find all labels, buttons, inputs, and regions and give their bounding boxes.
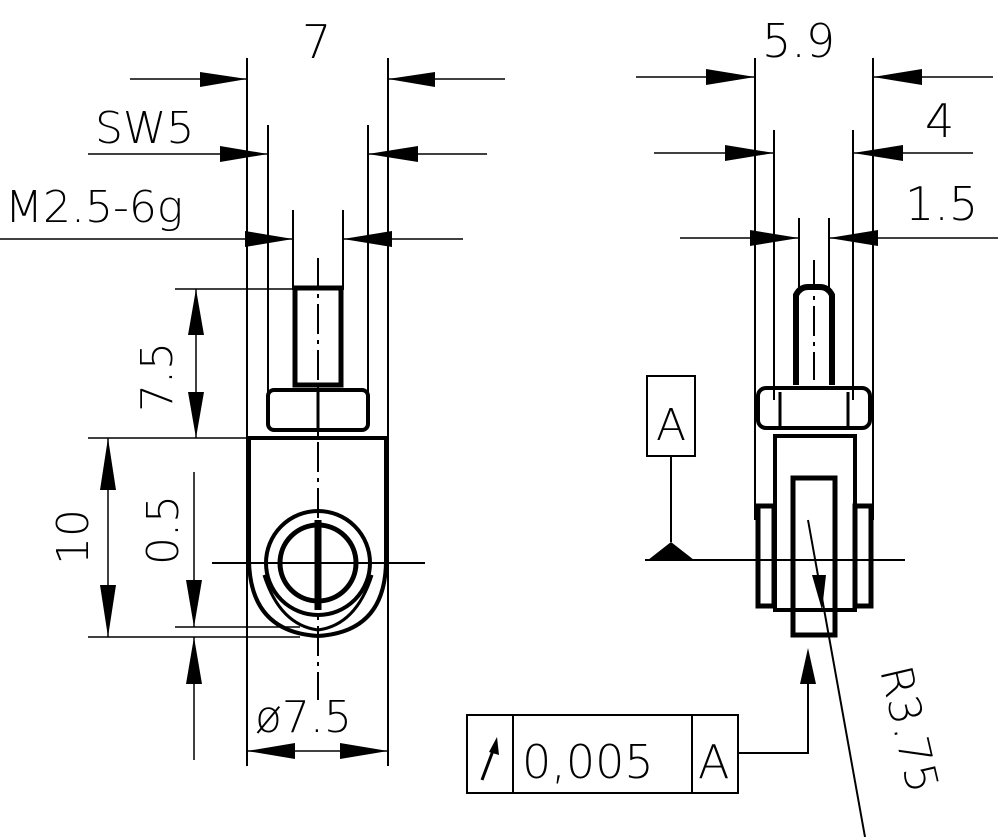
dim-ball-diameter: ø7.5 <box>255 692 352 743</box>
dim-overall-width-left: 7 <box>302 15 331 69</box>
tolerance-value: 0,005 <box>522 735 654 789</box>
dim-inner-width: 4 <box>925 94 954 148</box>
tolerance-datum: A <box>698 735 729 789</box>
dim-wrench-size: SW5 <box>95 103 194 154</box>
dim-shank-length: 7.5 <box>132 342 183 412</box>
dim-radius: R3.75 <box>869 661 948 798</box>
dim-overall-width-right: 5.9 <box>762 14 835 68</box>
datum-label: A <box>656 400 686 451</box>
dim-offset: 0.5 <box>138 495 189 565</box>
left-view <box>0 58 505 766</box>
dim-tip-width: 1.5 <box>905 177 978 231</box>
dim-thread: M2.5-6g <box>5 182 183 233</box>
dim-body-height: 10 <box>48 509 99 565</box>
circular-runout-icon <box>480 737 499 781</box>
right-view <box>466 58 998 837</box>
